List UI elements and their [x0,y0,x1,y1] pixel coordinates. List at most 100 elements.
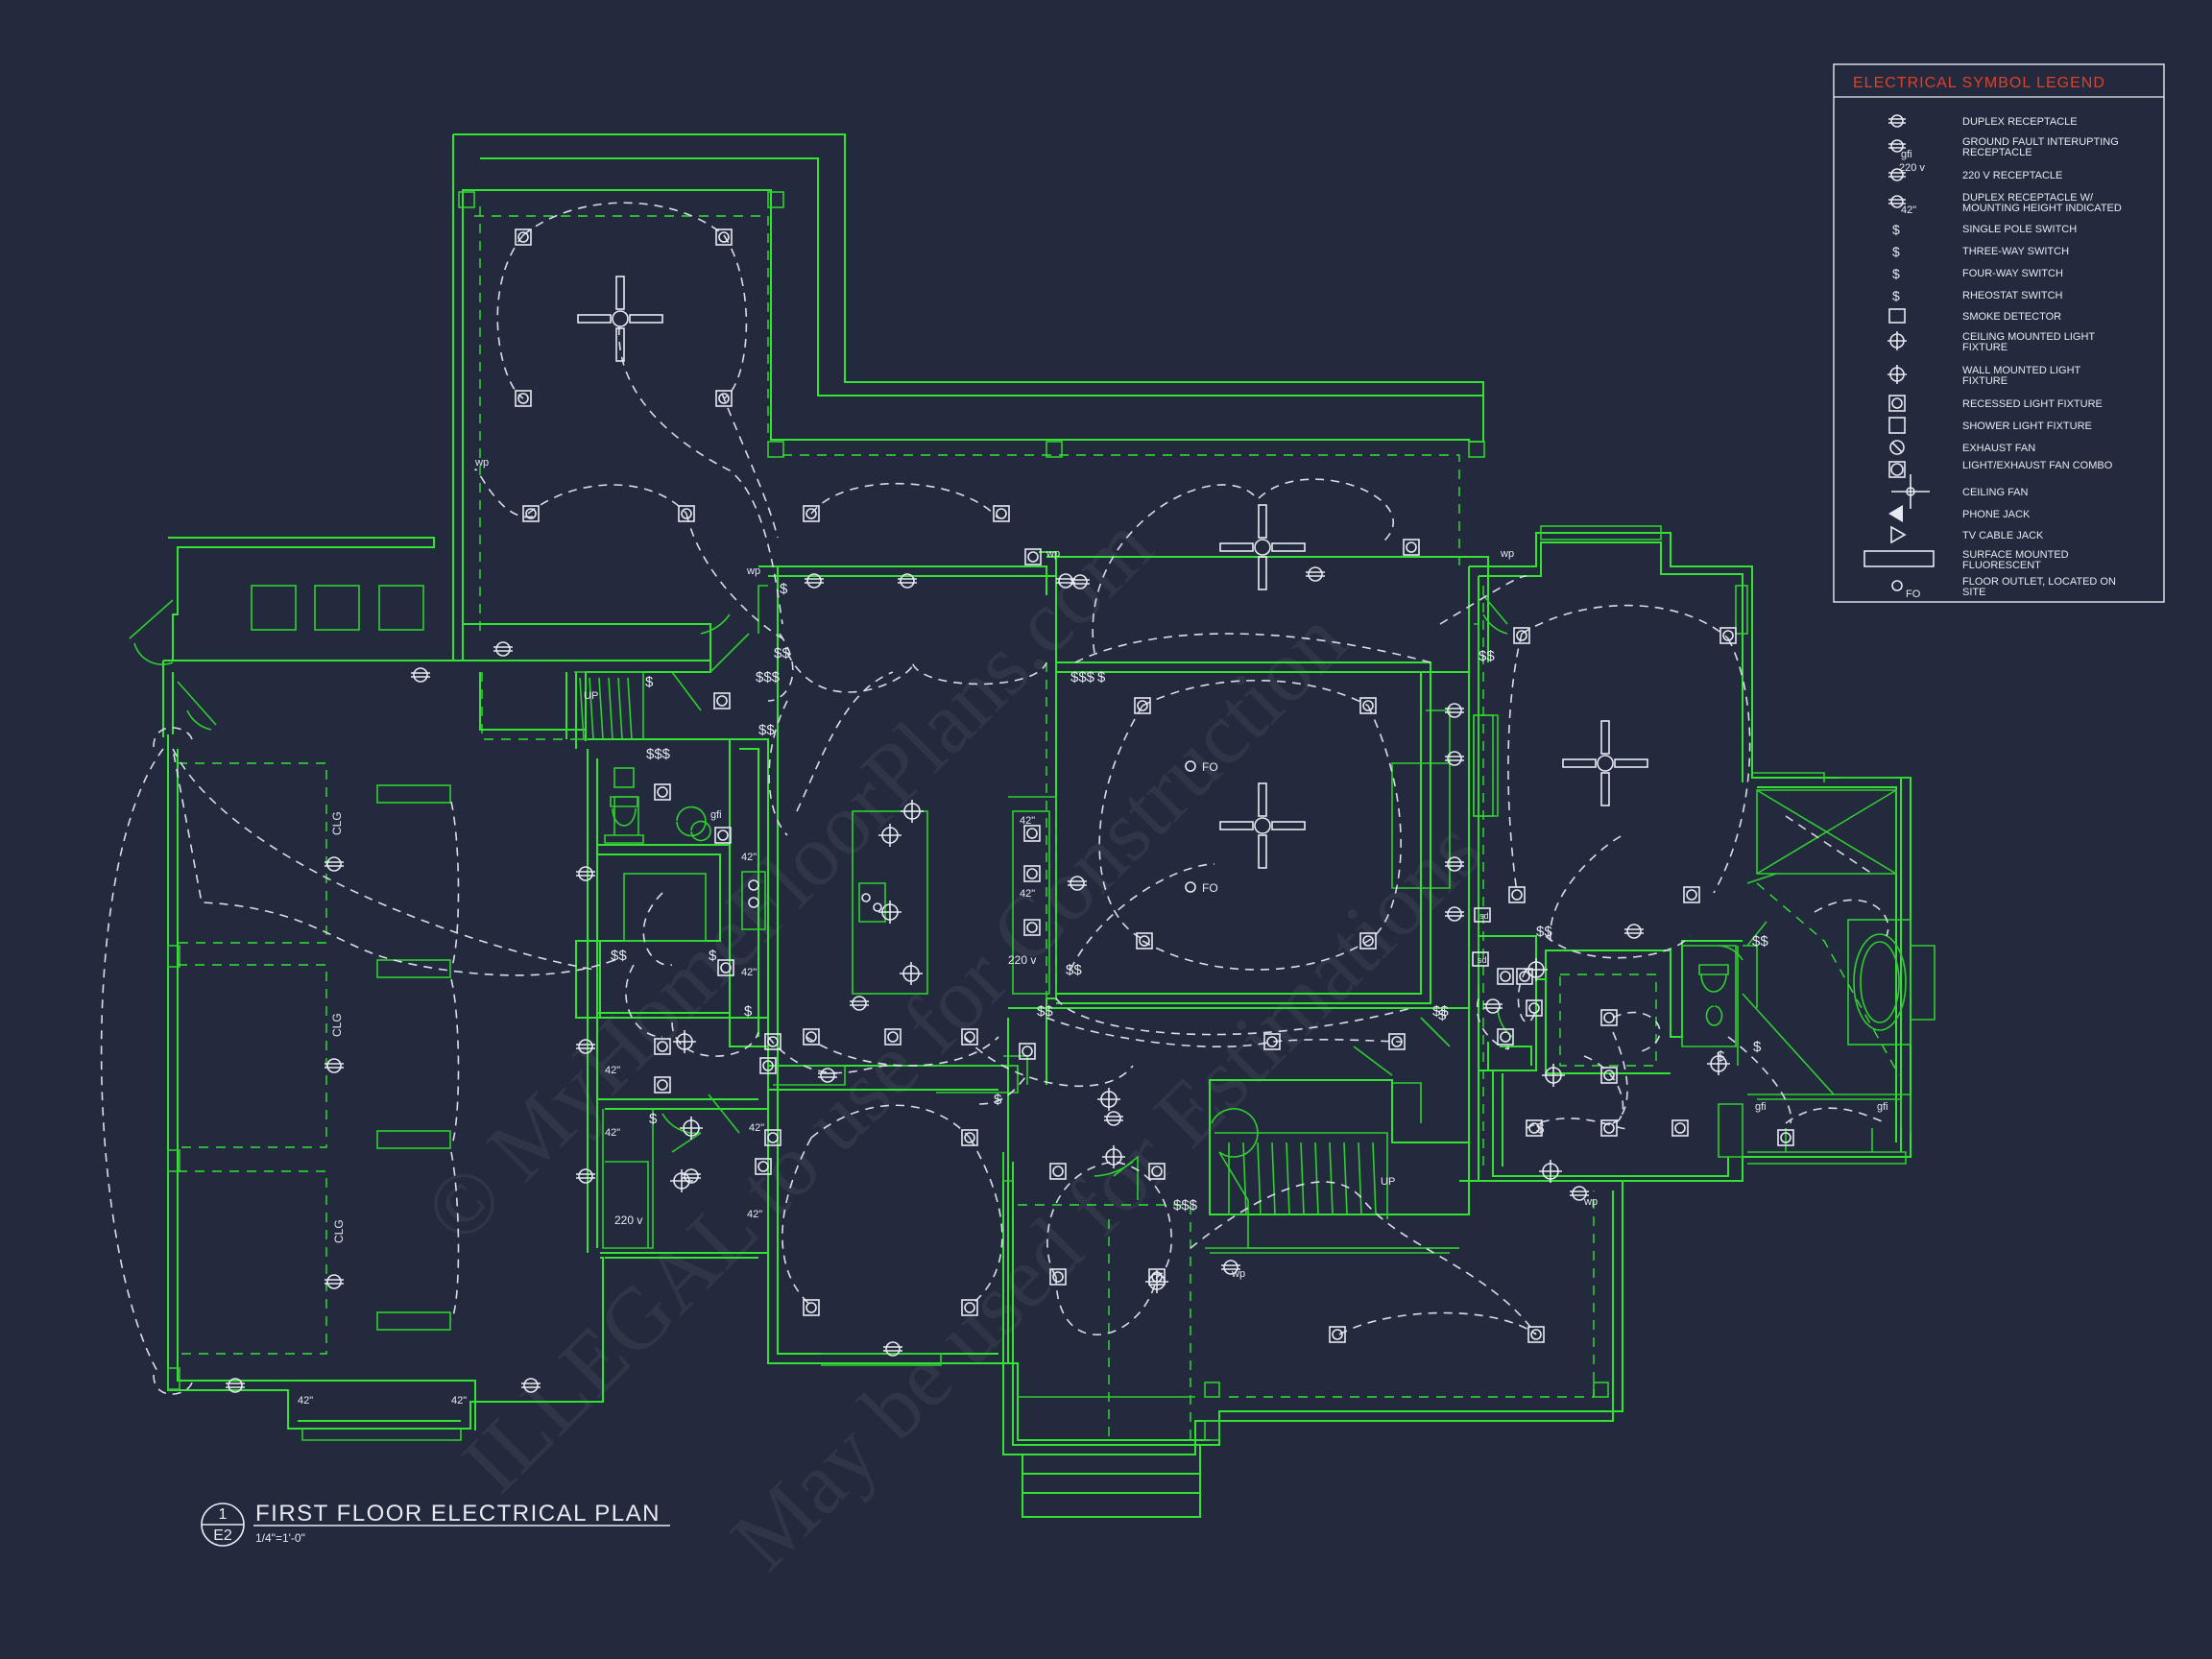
height-42-label: 42" [605,1127,620,1139]
recessed-light-icon [1516,968,1533,985]
legend-label: SITE [1962,587,1985,598]
legend-label: RHEOSTAT SWITCH [1962,290,2063,301]
ceiling-fan-icon [577,276,663,362]
ceiling-light-icon [901,800,924,823]
switch-label: $$ [611,948,627,964]
legend-row-tv-jack: TV CABLE JACK [1890,525,2044,544]
gfi-label: gfi [1755,1101,1767,1113]
duplex-receptacle-icon [325,1058,344,1073]
recessed-light-icon [1023,919,1041,936]
duplex-receptacle-icon [1306,566,1325,582]
ceiling-light-icon [1707,1052,1730,1075]
ceiling-light-icon [673,1030,696,1053]
switch-label: $ [994,1092,1002,1108]
switch-label: $$ [1066,962,1082,978]
switch-label: $$ [1752,933,1768,950]
plan-annotations: CLG CLG CLG UP UP FO FO wp wp wp wp wp w… [298,457,1888,1407]
recessed-light-icon [1497,1028,1514,1046]
legend-row-shower-light: SHOWER LIGHT FIXTURE [1888,417,2092,434]
legend-label: SMOKE DETECTOR [1962,311,2061,323]
switch-label: $ [1753,1039,1762,1055]
symbol-legend: ELECTRICAL SYMBOL LEGEND DUPLEX RECEPTAC… [1833,63,2165,603]
recessed-light-icon [755,1158,772,1175]
legend-label: LIGHT/EXHAUST FAN COMBO [1962,460,2113,471]
drawing-scale: 1/4"=1'-0" [255,1531,305,1545]
legend-row-duplex-receptacle: DUPLEX RECEPTACLE [1888,114,2078,128]
floor-plan-walls [129,133,1936,1518]
duplex-receptacle-icon [1570,1186,1589,1201]
recessed-light-icon [1527,1326,1545,1343]
recessed-light-icon [717,959,734,976]
recessed-light-icon [1508,886,1526,903]
smoke-detector-icon [1472,951,1489,967]
recessed-light-icon [654,783,671,801]
wp-label: wp [474,457,489,469]
220v-receptacle-icon [1888,168,1906,181]
svg-text:$: $ [1892,222,1900,237]
recessed-light-icon [1600,1119,1618,1137]
duplex-receptacle-icon [1624,924,1644,939]
tv-jack-icon [1890,525,1907,544]
duplex-receptacle-icon [1445,856,1464,872]
duplex-receptacle-icon [1104,1111,1123,1126]
ceiling-light-icon [1097,1088,1120,1111]
legend-tag: FO [1906,589,1921,600]
switch-label: $ [1717,1048,1725,1065]
legend-label: EXHAUST FAN [1962,443,2035,454]
duplex-receptacle-icon [226,1378,245,1393]
recessed-light-icon [1049,1268,1067,1286]
duplex-receptacle-icon [1483,998,1503,1014]
duplex-receptacle-icon [805,573,824,589]
switch-label: $$$ [756,669,781,685]
light-exhaust-combo-icon [1888,461,1906,478]
watermark-3: May be used for Estimations [712,801,1500,1588]
ceiling-light-icon [878,824,902,847]
drawing-number: 1 [219,1506,228,1523]
switch-label: $ [645,674,654,690]
recessed-light-icon [1019,1043,1036,1060]
duplex-receptacle-icon [576,1039,595,1054]
recessed-light-icon [1526,999,1543,1017]
220v-label: 220 v [1008,953,1036,967]
recessed-light-icon [803,1299,820,1316]
switch-label: $ [649,1111,658,1127]
ceiling-fan-icon [1562,720,1648,806]
legend-label: FLOOR OUTLET, LOCATED ON [1962,576,2116,588]
legend-row-four-way-switch: $FOUR-WAY SWITCH [1892,266,2063,281]
legend-label: PHONE JACK [1962,509,2031,520]
recessed-light-icon [1148,1163,1166,1180]
ceiling-light-icon [680,1117,703,1140]
svg-text:$: $ [1892,244,1900,259]
floor-outlet-label-1: FO [1202,760,1218,774]
recessed-light-icon [522,505,540,522]
recessed-light-icon [515,390,532,407]
legend-label: GROUND FAULT INTERUPTING [1962,136,2119,148]
recessed-light-icon [1049,1163,1067,1180]
recessed-light-icon [884,1028,902,1046]
ceiling-light-icon [878,901,902,924]
recessed-light-icon [713,692,731,709]
switch-label: $$ [1432,1003,1449,1020]
duplex-receptacle-icon [682,1168,701,1184]
legend-tag: 220 v [1899,162,1925,174]
220v-label: 220 v [614,1214,642,1227]
height-42-label: 42" [298,1395,313,1407]
sheet-number: E2 [213,1527,232,1544]
switch-label: $ [1438,1007,1447,1023]
floor-outlet-icon [1185,881,1196,893]
legend-label: CEILING FAN [1962,487,2029,498]
recessed-light-icon [803,1028,820,1046]
floor-outlet-label-2: FO [1202,881,1218,895]
duplex-receptacle-icon [493,641,513,657]
clg-label-1: CLG [330,811,344,835]
recessed-light-icon [1777,1129,1794,1146]
gfi-label: gfi [1877,1101,1888,1113]
legend-label: SINGLE POLE SWITCH [1962,224,2077,235]
smoke-detector-label: sd [1478,955,1487,965]
recessed-light-icon [993,505,1010,522]
